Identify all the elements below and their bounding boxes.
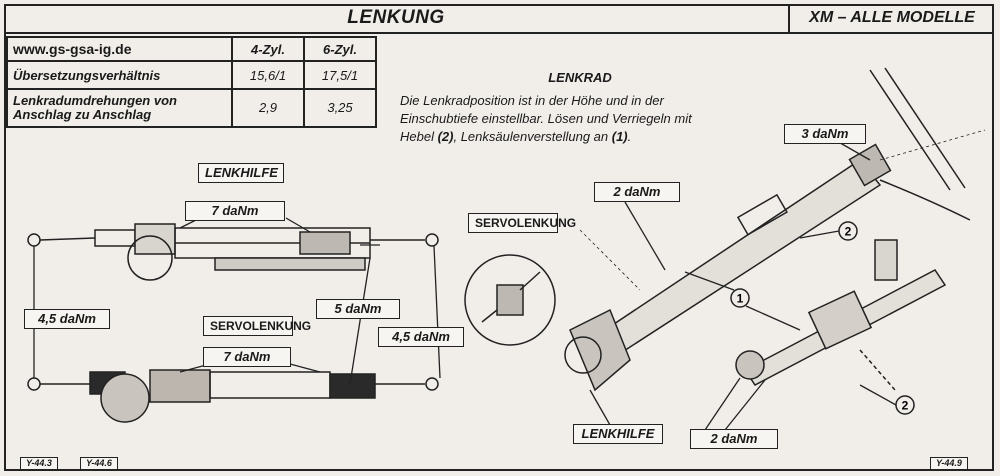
ratio-label: Übersetzungsverhältnis xyxy=(6,60,233,90)
callout-circle-1 xyxy=(730,288,750,308)
turns-4zyl: 2,9 xyxy=(231,88,305,128)
leader-lines-right xyxy=(589,139,897,431)
steering-rack-servolenkung-drawing xyxy=(27,369,439,423)
spec-header-row: www.gs-gsa-ig.de 4-Zyl. 6-Zyl. xyxy=(6,36,377,62)
lenkrad-description: Die Lenkradposition ist in der Höhe und … xyxy=(400,92,770,146)
servolenkung-left-label: SERVOLENKUNG xyxy=(203,316,311,336)
header-6zyl: 6-Zyl. xyxy=(303,36,377,62)
page-title: LENKUNG xyxy=(4,4,790,34)
torque-2-bottom-label: 2 daNm xyxy=(690,429,778,449)
torque-3-label: 3 daNm xyxy=(784,124,866,144)
servolenkung-detail-label: SERVOLENKUNG xyxy=(468,213,576,233)
model-label: XM – ALLE MODELLE xyxy=(790,4,994,34)
construction-lines xyxy=(579,129,986,291)
torque-7-bottom-label: 7 daNm xyxy=(203,347,291,367)
header-4zyl: 4-Zyl. xyxy=(231,36,305,62)
lenkrad-title: LENKRAD xyxy=(548,70,612,85)
lenkrad-line3a: Hebel xyxy=(400,129,438,144)
figure-ref-y44-6: Y-44.6 xyxy=(80,457,118,470)
lenkrad-ref-1: (1) xyxy=(611,129,628,144)
callout-2-top: 2 xyxy=(845,225,852,239)
figure-ref-y44-3: Y-44.3 xyxy=(20,457,58,470)
page-frame xyxy=(4,4,994,471)
lenkrad-line2: Einschubtiefe einstellbar. Lösen und Ver… xyxy=(400,111,692,126)
torque-7-top-label: 7 daNm xyxy=(185,201,285,221)
steering-rack-lenkhilfe-drawing xyxy=(27,223,439,281)
website-cell: www.gs-gsa-ig.de xyxy=(6,36,233,62)
servolenkung-detail-drawing xyxy=(464,254,556,346)
turns-label-line1: Lenkradumdrehungen von xyxy=(13,93,177,108)
lenkrad-ref-2: (2) xyxy=(437,129,454,144)
lenkrad-line3e: . xyxy=(627,129,632,144)
turns-label-line2: Anschlag zu Anschlag xyxy=(13,107,152,122)
spec-row-ratio: Übersetzungsverhältnis 15,6/1 17,5/1 xyxy=(6,60,377,90)
lenkrad-line3c: , Lenksäulenverstellung an xyxy=(453,129,612,144)
callout-1: 1 xyxy=(737,292,744,306)
ratio-4zyl: 15,6/1 xyxy=(231,60,305,90)
lenkrad-line1: Die Lenkradposition ist in der Höhe und … xyxy=(400,93,664,108)
ratio-6zyl: 17,5/1 xyxy=(303,60,377,90)
spec-table: www.gs-gsa-ig.de 4-Zyl. 6-Zyl. Übersetzu… xyxy=(6,36,377,128)
steering-column-servolenkung-drawing xyxy=(735,239,947,391)
torque-5-label: 5 daNm xyxy=(316,299,400,319)
turns-6zyl: 3,25 xyxy=(303,88,377,128)
torque-4-5-left-label: 4,5 daNm xyxy=(24,309,110,329)
torque-2-top-label: 2 daNm xyxy=(594,182,680,202)
figure-ref-y44-9: Y-44.9 xyxy=(930,457,968,470)
lenkhilfe-label-left: LENKHILFE xyxy=(198,163,284,183)
callout-2-bottom: 2 xyxy=(902,399,909,413)
torque-4-5-right-label: 4,5 daNm xyxy=(378,327,464,347)
steering-column-lenkhilfe-drawing xyxy=(564,67,971,392)
lenkhilfe-label-right: LENKHILFE xyxy=(573,424,663,444)
